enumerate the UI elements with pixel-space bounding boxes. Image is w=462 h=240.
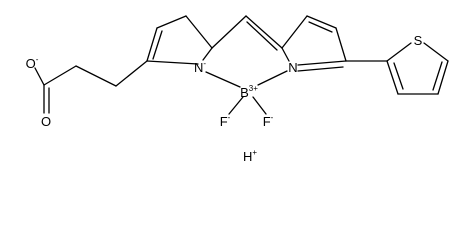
thiophene-sulfur-label: S <box>414 33 423 48</box>
bond-th-c2-s <box>386 42 412 62</box>
bond-rp-c3-c4 <box>306 15 337 29</box>
pyrrole-nitrogen-left-label: N- <box>194 59 206 75</box>
carboxylate-oxygen-label: O- <box>26 55 39 71</box>
hydrogen-cation-label: H+ <box>243 148 257 164</box>
bond-lp-c3-c2 <box>185 15 213 49</box>
bond-th-c3-c2 <box>386 60 399 95</box>
atom-labels: O- O N- N B3+ F- F- S H+ <box>26 33 423 164</box>
bond-th-c3-c2-double <box>393 62 404 90</box>
bond-bridge-left <box>211 15 247 49</box>
bond-ch2-pyrrole <box>115 60 148 87</box>
bond-rp-n-c5-double <box>297 66 344 72</box>
bond-bridge-right <box>245 15 283 49</box>
bond-th-c5-c4 <box>437 60 449 95</box>
bond-lp-c5-c4 <box>146 27 158 62</box>
bond-carboxyl-c-ch2 <box>43 65 77 86</box>
bond-ch2-ch2 <box>75 65 117 87</box>
bond-rp-c3-c4-double <box>308 21 333 33</box>
pyrrole-nitrogen-right-label: N <box>288 60 297 75</box>
bond-lp-c5-n <box>146 60 199 65</box>
bond-carboxyl-c-o-minus <box>34 67 45 86</box>
bond-n-left-b <box>205 71 241 88</box>
bond-lp-c5-c4-double <box>152 30 163 60</box>
bond-lp-c4-c3 <box>156 15 187 29</box>
bond-rp-c2-n <box>281 47 290 62</box>
carbonyl-oxygen-label: O <box>41 114 51 129</box>
bonds <box>34 15 449 115</box>
boron-label: B3+ <box>240 84 258 100</box>
bond-lp-c2-n <box>202 47 213 61</box>
bond-b-f-right <box>252 96 267 115</box>
bond-b-n-right <box>257 70 288 86</box>
bond-b-f-left <box>228 96 244 115</box>
bond-th-c5-c4-double <box>432 61 443 91</box>
fluorine-left-label: F- <box>220 113 231 129</box>
chemical-structure: O- O N- N B3+ F- F- S H+ <box>26 15 449 164</box>
bond-bridge-right-double <box>246 21 278 51</box>
bond-rp-c2-c3 <box>281 15 308 49</box>
fluorine-right-label: F- <box>263 113 274 129</box>
bond-th-s-c5 <box>423 42 449 62</box>
bond-rp-c4-c5 <box>335 27 347 62</box>
bond-rp-n-c5 <box>297 60 347 66</box>
